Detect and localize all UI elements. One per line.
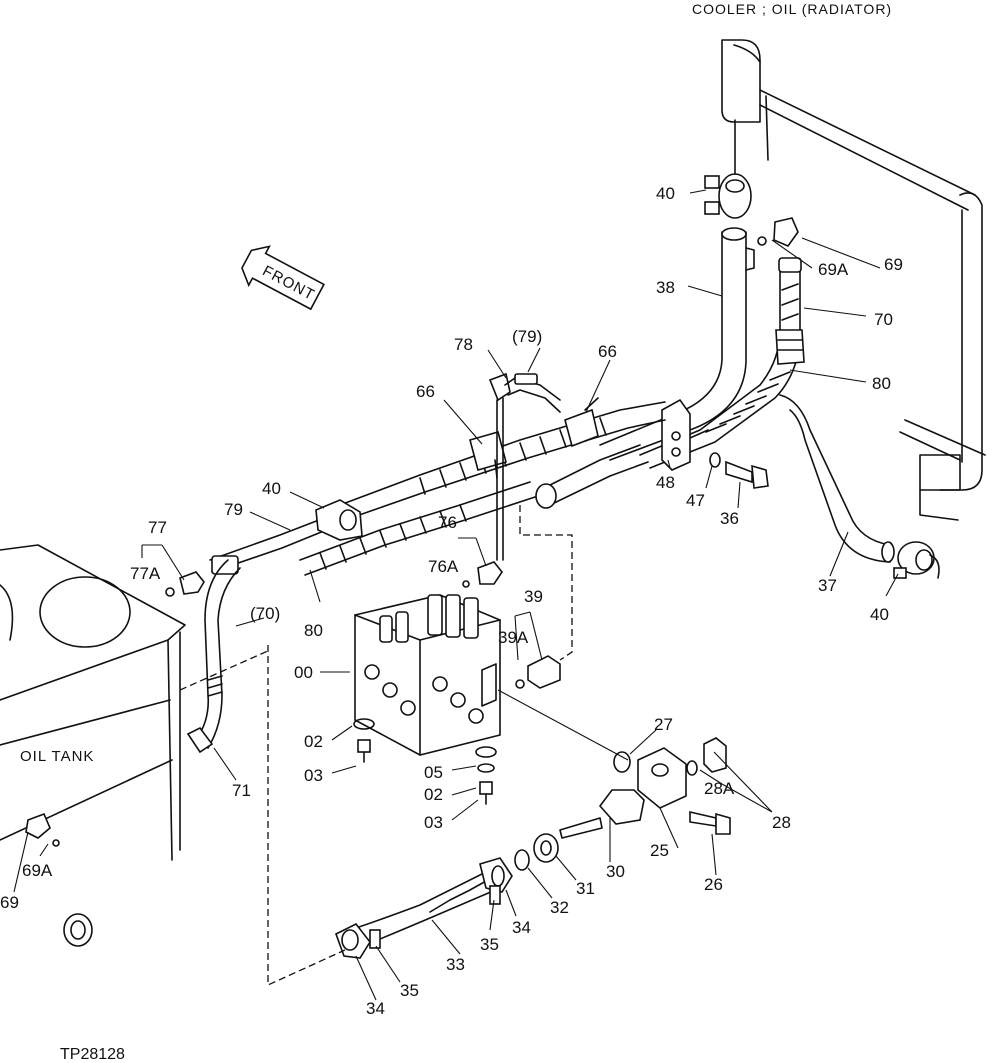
o-ring-27 bbox=[613, 751, 631, 773]
callout-76A: 76A bbox=[428, 557, 459, 576]
control-valve-00 bbox=[354, 594, 501, 756]
clamp-40-left bbox=[315, 499, 363, 541]
callout-79: 79 bbox=[224, 500, 243, 519]
front-arrow: FRONT bbox=[241, 245, 325, 311]
callout-38: 38 bbox=[656, 278, 675, 297]
callout-02-left: 02 bbox=[304, 732, 323, 751]
callout-48: 48 bbox=[656, 473, 675, 492]
callout-66-left: 66 bbox=[416, 382, 435, 401]
hose-70-to-tank bbox=[186, 559, 241, 754]
callout-03-right: 03 bbox=[424, 813, 443, 832]
fitting-76 bbox=[462, 561, 503, 588]
oil-tank-label: OIL TANK bbox=[20, 748, 94, 765]
callout-33: 33 bbox=[446, 955, 465, 974]
callout-69-left: 69 bbox=[0, 893, 19, 912]
callout-32: 32 bbox=[550, 898, 569, 917]
clamp-40-top bbox=[704, 119, 752, 219]
callout-40-left: 40 bbox=[262, 479, 281, 498]
clamp-40-right bbox=[893, 541, 940, 579]
oil-tank bbox=[0, 544, 186, 947]
callout-79-paren: (79) bbox=[512, 327, 542, 346]
callout-34-right: 34 bbox=[512, 918, 531, 937]
callout-02-right: 02 bbox=[424, 785, 443, 804]
bracket-48 bbox=[661, 398, 691, 471]
callout-40-top: 40 bbox=[656, 184, 675, 203]
callout-36: 36 bbox=[720, 509, 739, 528]
callout-77: 77 bbox=[148, 518, 167, 537]
callout-05: 05 bbox=[424, 763, 443, 782]
callout-31: 31 bbox=[576, 879, 595, 898]
callout-39A: 39A bbox=[498, 628, 529, 647]
callout-26: 26 bbox=[704, 875, 723, 894]
plug-28 bbox=[686, 737, 727, 776]
bolt-36 bbox=[725, 460, 769, 489]
bolt-26 bbox=[689, 810, 731, 835]
callout-69A-left: 69A bbox=[22, 861, 53, 880]
callout-78: 78 bbox=[454, 335, 473, 354]
callout-35-right: 35 bbox=[480, 935, 499, 954]
callout-03-left: 03 bbox=[304, 766, 323, 785]
callout-34-left: 34 bbox=[366, 999, 385, 1018]
callout-28: 28 bbox=[772, 813, 791, 832]
callout-30: 30 bbox=[606, 862, 625, 881]
callout-37: 37 bbox=[818, 576, 837, 595]
callout-66-right: 66 bbox=[598, 342, 617, 361]
callout-40-right: 40 bbox=[870, 605, 889, 624]
callout-80-right: 80 bbox=[872, 374, 891, 393]
fitting-39 bbox=[515, 655, 561, 689]
washer-47 bbox=[709, 452, 721, 468]
fitting-30 bbox=[559, 789, 645, 839]
callout-25: 25 bbox=[650, 841, 669, 860]
callout-76: 76 bbox=[438, 513, 457, 532]
callout-71: 71 bbox=[232, 781, 251, 800]
header-title: COOLER ; OIL (RADIATOR) bbox=[692, 1, 892, 17]
oil-cooler-radiator bbox=[721, 39, 986, 521]
leader-lines bbox=[13, 189, 899, 1001]
elbow-fitting-69-top bbox=[757, 217, 799, 247]
callout-35-left: 35 bbox=[400, 981, 419, 1000]
hose-37 bbox=[779, 394, 895, 563]
callout-80-left: 80 bbox=[304, 621, 323, 640]
bolt-03-right bbox=[475, 746, 497, 805]
callout-70: 70 bbox=[874, 310, 893, 329]
nut-31 bbox=[533, 833, 559, 863]
callout-77A: 77A bbox=[130, 564, 161, 583]
callout-28A: 28A bbox=[704, 779, 735, 798]
callout-70-paren: (70) bbox=[250, 604, 280, 623]
callout-47: 47 bbox=[686, 491, 705, 510]
fitting-78 bbox=[488, 372, 561, 561]
figure-id: TP28128 bbox=[60, 1046, 125, 1063]
adapter-25 bbox=[637, 747, 687, 809]
ring-32 bbox=[514, 849, 530, 871]
fitting-77 bbox=[165, 571, 205, 597]
callout-39: 39 bbox=[524, 587, 543, 606]
callout-00: 00 bbox=[294, 663, 313, 682]
hose-33 bbox=[335, 857, 513, 959]
callout-27: 27 bbox=[654, 715, 673, 734]
callout-69A-top: 69A bbox=[818, 260, 849, 279]
callout-69-top: 69 bbox=[884, 255, 903, 274]
bolt-03-left bbox=[353, 718, 375, 763]
hose-70-80-right bbox=[639, 257, 805, 469]
